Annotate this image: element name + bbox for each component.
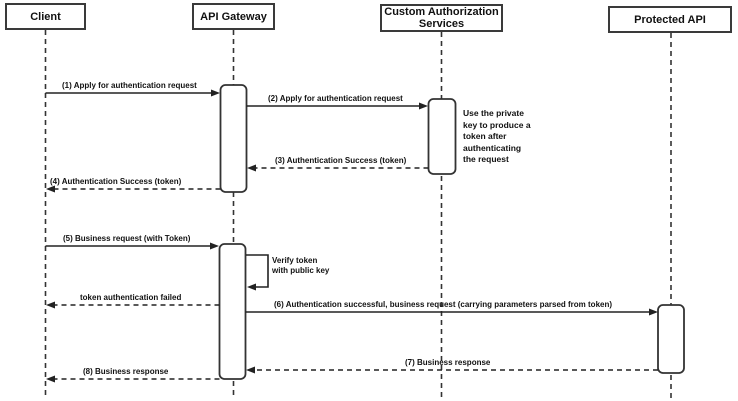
activation-bar-custom-auth	[427, 98, 457, 175]
message-arrowhead-1	[211, 89, 220, 97]
participant-box-protected-api: Protected API	[608, 6, 732, 33]
self-loop-label: Verify token with public key	[272, 256, 330, 275]
message-label-4: (4) Authentication Success (token)	[50, 177, 182, 186]
participant-box-api-gateway: API Gateway	[192, 3, 275, 30]
message-arrowhead-7	[46, 301, 55, 309]
message-label-5: (5) Business request (with Token)	[63, 234, 191, 243]
message-label-token-failed: token authentication failed	[80, 293, 182, 302]
note-private-key: Use the private key to produce a token a…	[463, 108, 531, 164]
participant-box-client: Client	[5, 3, 86, 30]
message-arrowhead-8	[649, 308, 658, 316]
message-arrowhead-3	[247, 164, 256, 172]
message-label-8: (8) Business response	[83, 367, 169, 376]
message-arrowhead-2	[419, 102, 428, 110]
self-loop-arrow	[246, 254, 269, 288]
activation-bar-gateway-business	[218, 243, 247, 380]
message-label-1: (1) Apply for authentication request	[62, 81, 197, 90]
message-label-2: (2) Apply for authentication request	[268, 94, 403, 103]
message-label-3: (3) Authentication Success (token)	[275, 156, 407, 165]
message-arrowhead-4	[46, 185, 55, 193]
participant-box-custom-auth: Custom Authorization Services	[380, 4, 503, 32]
activation-bar-gateway-auth	[219, 84, 248, 193]
self-loop-arrowhead	[247, 283, 256, 291]
message-arrowhead-5	[210, 242, 219, 250]
message-arrowhead-9	[246, 366, 255, 374]
activation-bar-protected-api	[657, 304, 685, 374]
message-arrowhead-10	[46, 375, 55, 383]
message-label-7: (7) Business response	[405, 358, 491, 367]
message-label-6: (6) Authentication successful, business …	[274, 300, 613, 309]
